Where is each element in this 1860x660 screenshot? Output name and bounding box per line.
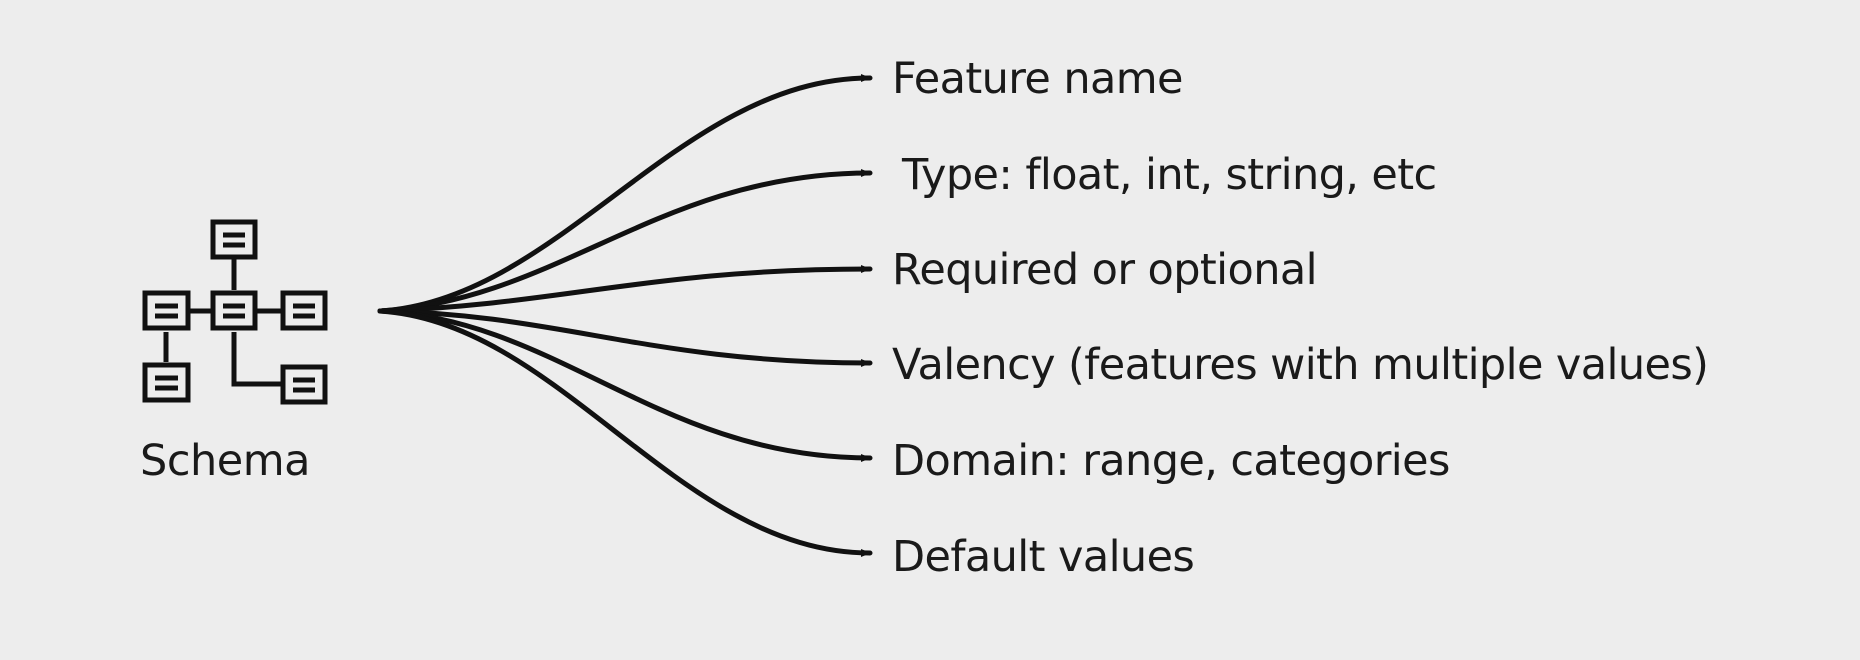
arrow-domain — [377, 308, 873, 462]
arrow-valency — [377, 308, 873, 367]
arrow-type — [377, 169, 873, 314]
arrow-feature-name — [377, 74, 873, 314]
arrow-required-optional — [377, 265, 873, 314]
item-label-feature-name: Feature name — [892, 54, 1184, 104]
schema-network-icon — [142, 219, 328, 405]
schema-label: Schema — [140, 436, 310, 486]
item-label-required-optional: Required or optional — [892, 245, 1318, 295]
item-label-valency: Valency (features with multiple values) — [892, 340, 1709, 390]
item-label-default-values: Default values — [892, 532, 1195, 582]
arrow-default-values — [377, 308, 873, 557]
item-label-type: Type: float, int, string, etc — [902, 150, 1437, 200]
item-label-domain: Domain: range, categories — [892, 436, 1450, 486]
